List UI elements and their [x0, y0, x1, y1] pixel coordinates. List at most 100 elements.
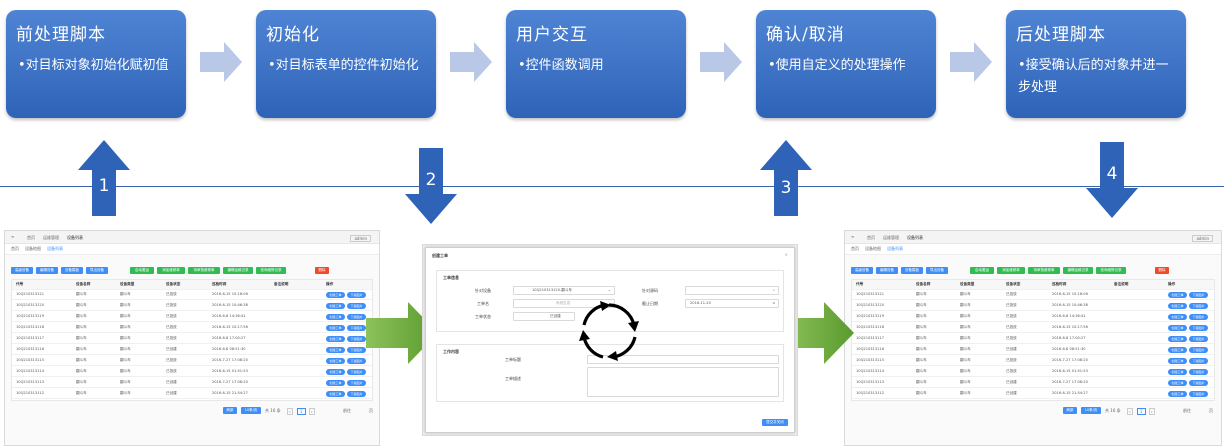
- column-header[interactable]: 设备类型: [960, 282, 975, 286]
- toolbar-move-button[interactable]: 启动搬运: [970, 267, 994, 274]
- tab-map[interactable]: 设备地图: [865, 246, 881, 251]
- create-workorder-button[interactable]: 创建工单: [326, 357, 345, 364]
- create-workorder-button[interactable]: 创建工单: [1168, 291, 1187, 298]
- pager-next-icon[interactable]: ›: [1149, 408, 1155, 415]
- deadline-input[interactable]: 2016-11-20 ▫: [685, 299, 779, 308]
- download-image-button[interactable]: 下载图片: [1189, 302, 1208, 309]
- toolbar-ops-record-button[interactable]: 编辑运维记录: [223, 267, 253, 274]
- download-image-button[interactable]: 下载图片: [1189, 291, 1208, 298]
- create-workorder-button[interactable]: 创建工单: [326, 335, 345, 342]
- column-header[interactable]: 代号: [16, 282, 24, 286]
- download-image-button[interactable]: 下载图片: [1189, 357, 1208, 364]
- pager-refresh-button[interactable]: 刷新: [223, 407, 237, 414]
- user-menu[interactable]: admin: [350, 235, 371, 242]
- download-image-button[interactable]: 下载图片: [1189, 346, 1208, 353]
- create-workorder-button[interactable]: 创建工单: [326, 324, 345, 331]
- column-header[interactable]: 代号: [856, 282, 864, 286]
- pager-prev-icon[interactable]: ‹: [287, 408, 293, 415]
- menu-icon[interactable]: ≡: [11, 234, 15, 239]
- toolbar-advanced-button[interactable]: 高级设备: [851, 267, 873, 274]
- status-input[interactable]: 已创建: [513, 312, 575, 321]
- column-header[interactable]: 操作: [326, 282, 334, 286]
- create-workorder-button[interactable]: 创建工单: [1168, 368, 1187, 375]
- toolbar-export-button[interactable]: 导出设备: [86, 267, 108, 274]
- column-header[interactable]: 设备类型: [120, 282, 135, 286]
- toolbar-add-repair-button[interactable]: 添加维修单: [157, 267, 185, 274]
- download-image-button[interactable]: 下载图片: [1189, 368, 1208, 375]
- toolbar-query-button[interactable]: 查询维修记录: [256, 267, 286, 274]
- breadcrumb-ops[interactable]: 运维管理: [43, 235, 59, 240]
- create-workorder-button[interactable]: 创建工单: [1168, 390, 1187, 397]
- toolbar-export-button[interactable]: 导出设备: [926, 267, 948, 274]
- download-image-button[interactable]: 下载图片: [347, 291, 366, 298]
- toolbar-edit-button[interactable]: 编辑设备: [876, 267, 898, 274]
- tab-list[interactable]: 设备列表: [887, 246, 903, 251]
- column-header[interactable]: 设备状态: [1006, 282, 1021, 286]
- create-workorder-button[interactable]: 创建工单: [326, 313, 345, 320]
- column-header[interactable]: 巡检时间: [212, 282, 227, 286]
- download-image-button[interactable]: 下载图片: [347, 390, 366, 397]
- user-menu[interactable]: admin: [1192, 235, 1213, 242]
- download-image-button[interactable]: 下载图片: [347, 313, 366, 320]
- download-image-button[interactable]: 下载图片: [347, 357, 366, 364]
- create-workorder-button[interactable]: 创建工单: [1168, 335, 1187, 342]
- toolbar-advanced-button[interactable]: 高级设备: [11, 267, 33, 274]
- toolbar-move-button[interactable]: 启动搬运: [130, 267, 154, 274]
- menu-icon[interactable]: ≡: [851, 234, 855, 239]
- calendar-icon[interactable]: ▫: [772, 301, 775, 305]
- column-header[interactable]: 巡检时间: [1052, 282, 1067, 286]
- download-image-button[interactable]: 下载图片: [1189, 379, 1208, 386]
- create-workorder-button[interactable]: 创建工单: [326, 302, 345, 309]
- download-image-button[interactable]: 下载图片: [1189, 324, 1208, 331]
- pager-page[interactable]: 1: [297, 408, 306, 415]
- download-image-button[interactable]: 下载图片: [347, 302, 366, 309]
- download-image-button[interactable]: 下载图片: [1189, 313, 1208, 320]
- create-workorder-button[interactable]: 创建工单: [326, 379, 345, 386]
- download-image-button[interactable]: 下载图片: [347, 346, 366, 353]
- download-image-button[interactable]: 下载图片: [347, 368, 366, 375]
- column-header[interactable]: 备注说明: [1114, 282, 1129, 286]
- toolbar-ops-record-button[interactable]: 编辑运维记录: [1063, 267, 1093, 274]
- create-workorder-button[interactable]: 创建工单: [1168, 324, 1187, 331]
- pager-page[interactable]: 1: [1137, 408, 1146, 415]
- column-header[interactable]: 备注说明: [274, 282, 289, 286]
- create-workorder-button[interactable]: 创建工单: [1168, 379, 1187, 386]
- column-header[interactable]: 设备名称: [916, 282, 931, 286]
- toolbar-template-button[interactable]: 设备模板: [901, 267, 923, 274]
- create-workorder-button[interactable]: 创建工单: [1168, 313, 1187, 320]
- tab-list[interactable]: 设备列表: [47, 246, 63, 251]
- download-image-button[interactable]: 下载图片: [347, 379, 366, 386]
- create-workorder-button[interactable]: 创建工单: [1168, 357, 1187, 364]
- create-workorder-button[interactable]: 创建工单: [1168, 302, 1187, 309]
- create-workorder-button[interactable]: 创建工单: [326, 390, 345, 397]
- create-workorder-button[interactable]: 创建工单: [326, 368, 345, 375]
- submit-close-button[interactable]: 提交并关闭: [762, 419, 788, 426]
- download-image-button[interactable]: 下载图片: [1189, 390, 1208, 397]
- pager-prev-icon[interactable]: ‹: [1127, 408, 1133, 415]
- toolbar-delete-button[interactable]: 删除: [315, 267, 329, 274]
- close-icon[interactable]: ×: [784, 252, 788, 257]
- target-input[interactable]: ⌕: [685, 286, 779, 295]
- toolbar-query-button[interactable]: 查询维修记录: [1096, 267, 1126, 274]
- toolbar-edit-button[interactable]: 编辑设备: [36, 267, 58, 274]
- breadcrumb-home[interactable]: 首页: [867, 235, 875, 240]
- tab-home[interactable]: 首页: [851, 246, 859, 251]
- search-icon[interactable]: ⌕: [772, 288, 775, 292]
- column-header[interactable]: 设备状态: [166, 282, 181, 286]
- tab-map[interactable]: 设备地图: [25, 246, 41, 251]
- breadcrumb-home[interactable]: 首页: [27, 235, 35, 240]
